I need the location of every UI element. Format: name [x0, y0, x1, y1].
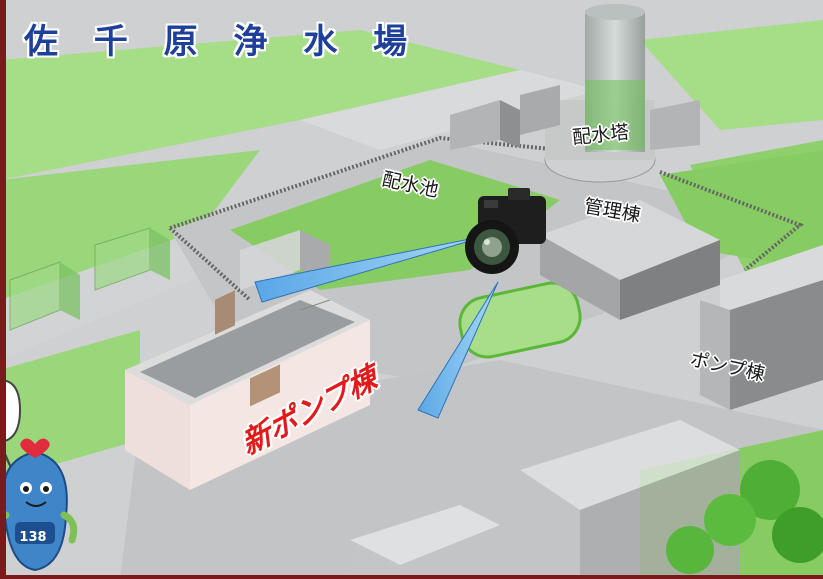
view-cone-left — [254, 234, 491, 303]
tower-annex — [450, 85, 700, 150]
water-tower — [544, 4, 656, 183]
view-cone-down — [417, 281, 499, 419]
lawn-left — [0, 150, 260, 300]
pump-building — [700, 245, 823, 410]
new-pump-building — [125, 290, 370, 490]
page-title: 佐 千 原 浄 水 場 — [24, 22, 420, 62]
lawn-top-left — [0, 30, 520, 180]
admin-building — [540, 200, 720, 320]
camera-icon — [465, 188, 546, 274]
road-left-diagonal — [0, 230, 240, 360]
road-top — [300, 70, 600, 150]
fence-east — [659, 170, 804, 272]
frame-left — [0, 0, 6, 579]
fence-west — [168, 226, 252, 302]
oval-lawn — [458, 281, 582, 359]
lawn-top-right — [640, 20, 823, 130]
reservoir-structures — [240, 230, 330, 290]
trees — [666, 460, 823, 574]
mascot-badge-number: 138 — [19, 530, 47, 545]
lawn-lower-left — [0, 330, 140, 480]
frame-bottom — [0, 575, 823, 579]
planned-blocks-left — [9, 227, 170, 331]
